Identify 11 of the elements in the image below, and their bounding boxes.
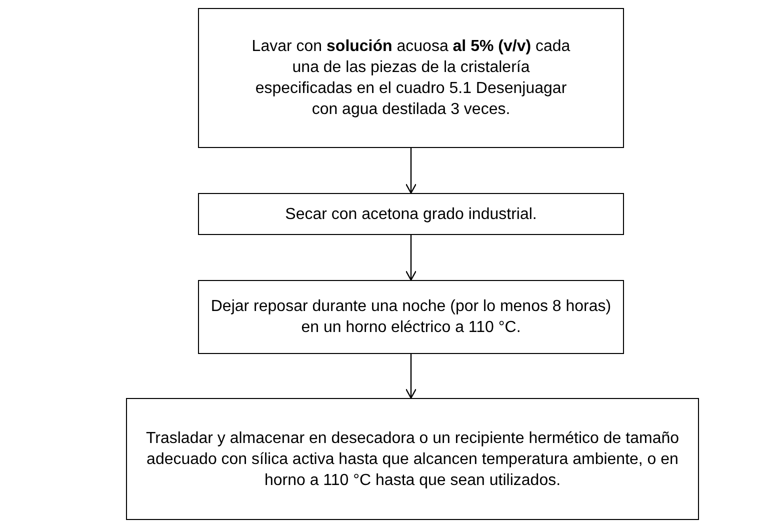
step-text: Dejar reposar durante una noche (por lo menos 8 horas) en un horno eléctrico a 110 °C. bbox=[210, 297, 612, 338]
arrow bbox=[405, 148, 417, 194]
process-box bbox=[126, 398, 699, 520]
process-box bbox=[198, 193, 624, 235]
process-box bbox=[198, 280, 624, 354]
arrow bbox=[405, 354, 417, 399]
step-text: Lavar con solución acuosa al 5% (v/v) cada una de las piezas de la cristalería especificadas en el cuadro 5.1 Desenjuagar con agua destilada 3 veces. bbox=[250, 37, 572, 120]
process-box bbox=[198, 8, 624, 148]
arrow bbox=[405, 235, 417, 281]
step-text: Secar con acetona grado industrial. bbox=[285, 204, 537, 224]
step-text: Trasladar y almacenar en desecadora o un recipiente hermético de tamaño adecuado con sílica activa hasta que alcancen temperatura ambiente, o en horno a 110 °C hasta que sean utilizados. bbox=[144, 428, 680, 490]
